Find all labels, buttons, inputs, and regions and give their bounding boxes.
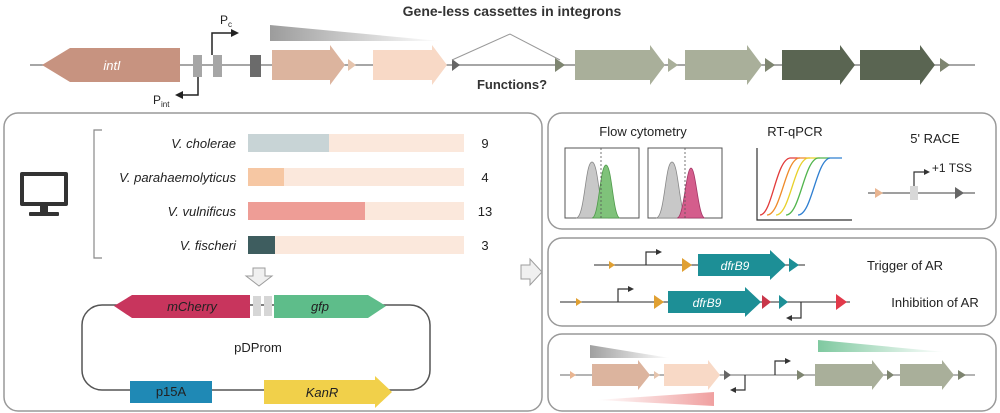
svg-text:Pc: Pc xyxy=(220,13,232,29)
intI-gene: intI xyxy=(42,48,180,82)
flow-cytometry-label: Flow cytometry xyxy=(599,124,687,139)
trigger-construct: dfrB9 xyxy=(594,249,805,280)
species-bracket xyxy=(93,129,102,259)
dfrB9-label-trigger: dfrB9 xyxy=(721,259,750,273)
promoter-slot-1 xyxy=(253,296,261,316)
pint-promoter: Pint xyxy=(153,77,199,109)
attC-5 xyxy=(765,58,775,72)
attC-6 xyxy=(940,58,950,72)
flow-histogram-2 xyxy=(647,147,723,219)
species-row: V. cholerae 9 xyxy=(171,134,489,152)
model-promoter-up xyxy=(774,360,785,375)
inhibition-label: Inhibition of AR xyxy=(891,295,978,310)
right-arrow-icon xyxy=(520,257,543,287)
kanr-label: KanR xyxy=(306,385,339,400)
tss-label: +1 TSS xyxy=(932,161,972,175)
attC-3 xyxy=(555,58,565,72)
attC-1 xyxy=(348,59,356,71)
attI-box xyxy=(213,55,222,77)
dfrB9-arrow-inhibition xyxy=(668,287,761,317)
species-row: V. fischeri 3 xyxy=(180,236,489,254)
flow-histogram-1 xyxy=(564,147,640,219)
overview-title: Gene-less cassettes in integrons xyxy=(403,3,622,19)
pint-label: P xyxy=(153,93,161,107)
functions-label: Functions? xyxy=(477,77,547,92)
rtqpcr-curves xyxy=(756,148,852,221)
ar-panel: dfrB9 Trigger of AR dfrB9 Inhibition of … xyxy=(547,237,997,327)
cassette-3-arrow xyxy=(575,45,665,85)
species-name: V. parahaemolyticus xyxy=(119,170,236,185)
model-panel xyxy=(547,333,997,412)
model-panel-frame xyxy=(547,333,997,412)
species-count: 4 xyxy=(481,170,488,185)
model-cassette-1 xyxy=(592,360,650,390)
species-name: V. cholerae xyxy=(171,136,236,151)
integron-overview: Gene-less cassettes in integrons intI Pc… xyxy=(30,3,975,109)
cassette-6-arrow xyxy=(860,45,935,85)
cassette-4-arrow xyxy=(685,45,762,85)
left-panel-frame xyxy=(3,112,543,412)
species-name: V. fischeri xyxy=(180,238,237,253)
species-bar-background xyxy=(248,236,464,254)
species-bar xyxy=(248,134,329,152)
species-bar xyxy=(248,236,275,254)
species-bar xyxy=(248,168,284,186)
grey-wedge xyxy=(590,345,670,358)
screening-panel: V. cholerae 9 V. parahaemolyticus 4 V. vulni… xyxy=(3,112,543,412)
dfrB9-label-inhibition: dfrB9 xyxy=(693,296,722,310)
species-row: V. vulnificus 13 xyxy=(168,202,492,220)
intI-label: intI xyxy=(103,58,121,73)
species-count: 13 xyxy=(478,204,492,219)
zoom-lines xyxy=(451,33,561,61)
mcherry-label: mCherry xyxy=(167,299,218,314)
inhibition-construct: dfrB9 xyxy=(560,286,850,321)
race-construct xyxy=(868,169,975,200)
pint-subscript: int xyxy=(161,100,170,109)
pink-wedge xyxy=(596,392,714,406)
down-arrow-icon xyxy=(244,267,274,287)
pc-label: P xyxy=(220,13,228,27)
species-rows: V. cholerae 9 V. parahaemolyticus 4 V. vulni… xyxy=(119,134,492,254)
model-cassette-2 xyxy=(664,360,720,390)
species-row: V. parahaemolyticus 4 xyxy=(119,168,489,186)
kanr-arrow xyxy=(264,376,392,408)
race-label: 5' RACE xyxy=(910,131,960,146)
attC-dark-box xyxy=(250,55,261,77)
p15a-label: p15A xyxy=(156,384,187,399)
top-gradient-wedge xyxy=(270,25,440,41)
promoter-slot-2 xyxy=(264,296,272,316)
p15a-box xyxy=(130,381,212,403)
computer-icon xyxy=(20,172,68,216)
trigger-label: Trigger of AR xyxy=(867,258,943,273)
species-count: 3 xyxy=(481,238,488,253)
cassette-1-arrow xyxy=(272,45,345,85)
pc-subscript: c xyxy=(228,20,232,29)
species-name: V. vulnificus xyxy=(168,204,237,219)
attC-4 xyxy=(668,58,678,72)
model-cassette-3 xyxy=(815,360,884,390)
gfp-label: gfp xyxy=(311,299,329,314)
methods-panel-frame xyxy=(547,112,997,230)
model-promoter-down xyxy=(736,375,746,391)
species-count: 9 xyxy=(481,136,488,151)
species-bar xyxy=(248,202,365,220)
pc-promoter: Pc xyxy=(211,13,239,55)
pint-box xyxy=(193,55,202,77)
gfp-arrow xyxy=(274,295,386,318)
green-wedge xyxy=(818,340,945,352)
species-bar-background xyxy=(248,168,464,186)
rtqpcr-label: RT-qPCR xyxy=(767,124,822,139)
cassette-2-arrow xyxy=(373,45,447,85)
cassette-5-arrow xyxy=(782,45,855,85)
mcherry-arrow xyxy=(114,295,250,318)
svg-text:Pint: Pint xyxy=(153,93,170,109)
model-cassette-4 xyxy=(900,360,954,390)
attC-2 xyxy=(452,59,460,71)
plasmid-name: pDProm xyxy=(234,340,282,355)
ar-panel-frame xyxy=(547,237,997,327)
dfrB9-arrow-trigger xyxy=(698,250,786,280)
methods-panel: Flow cytometry RT-qPCR 5' RACE +1 TSS xyxy=(547,112,997,230)
plasmid-pdprom: mCherry gfp pDProm p15A KanR xyxy=(81,295,431,408)
